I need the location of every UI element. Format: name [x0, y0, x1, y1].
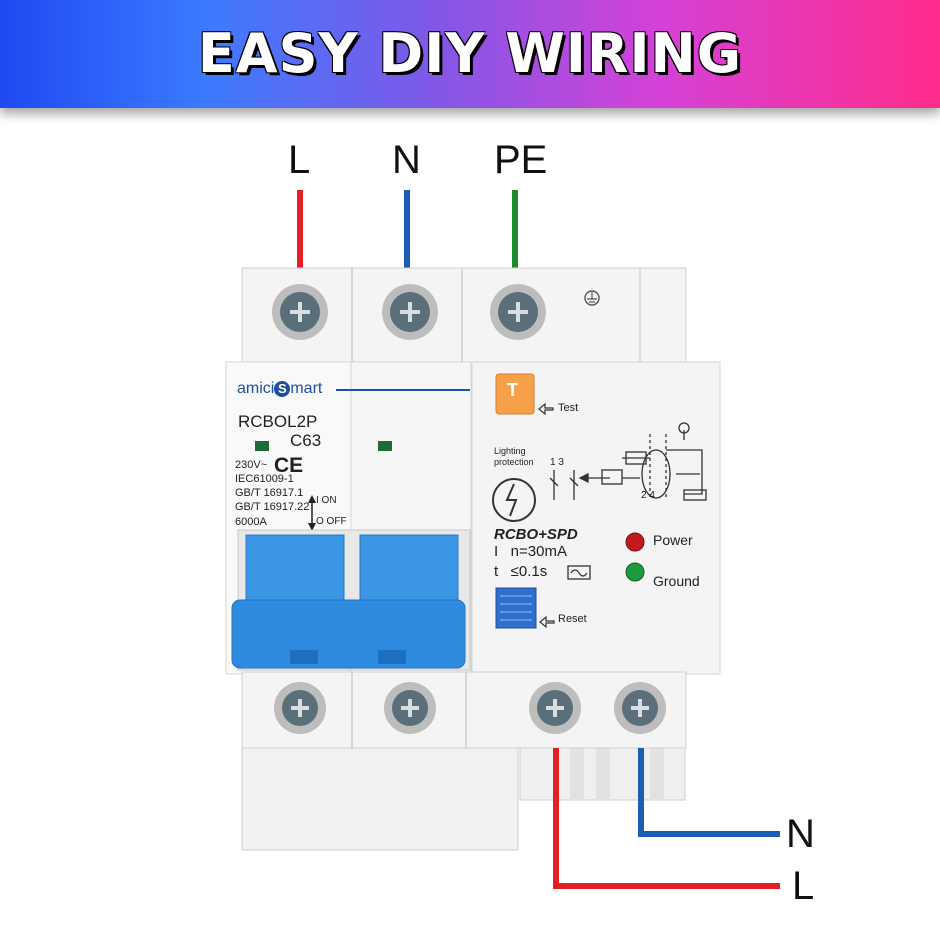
voltage-label: 230V~	[235, 459, 268, 471]
reset-button	[495, 587, 537, 629]
circuit-schematic	[549, 422, 707, 501]
brand-prefix: amici	[237, 380, 275, 397]
on-label: I ON	[316, 495, 337, 506]
ce-mark: CE	[274, 454, 304, 477]
toggle-handle	[245, 534, 345, 602]
product-label: RCBO+SPD	[494, 526, 578, 543]
current-value: n=30mA	[510, 543, 567, 560]
std2-label: GB/T 16917.1	[235, 487, 304, 499]
pole-numbers: 1 3	[550, 457, 564, 468]
brand-s-logo: S	[274, 381, 291, 397]
lightning-icon	[492, 478, 536, 522]
l-wire-bottom	[553, 748, 780, 889]
brand-suffix: mart	[290, 380, 323, 397]
off-label: O OFF	[316, 516, 347, 527]
time-value: ≤0.1s	[510, 563, 548, 580]
test-button-label: T	[507, 380, 518, 400]
breaking-label: 6000A	[235, 516, 267, 528]
status-window-left	[255, 441, 269, 451]
lower-body	[241, 739, 519, 851]
time-label: t ≤0.1s	[494, 563, 548, 580]
screw-top-2	[382, 284, 438, 340]
model-label: RCBOL2P	[238, 412, 318, 431]
terminal-numbers: 2 4	[641, 490, 655, 501]
power-lamp	[625, 532, 645, 552]
test-label: Test	[558, 402, 579, 414]
label-l-bottom: L	[792, 864, 815, 908]
lighting-label-1: Lighting	[494, 446, 526, 456]
toggle-bar	[231, 599, 466, 669]
reset-label: Reset	[558, 613, 587, 625]
label-n-bottom: N	[786, 812, 815, 856]
label-pe-top: PE	[494, 138, 548, 182]
test-arrow-icon	[538, 402, 554, 416]
title-banner: EASY DIY WIRING	[0, 0, 940, 108]
screw-bottom-2	[384, 682, 436, 734]
screw-top-1	[272, 284, 328, 340]
label-l-top: L	[288, 138, 311, 182]
status-window-right	[378, 441, 392, 451]
std3-label: GB/T 16917.22	[235, 501, 310, 513]
screw-bottom-3	[529, 682, 581, 734]
banner-title: EASY DIY WIRING	[197, 22, 743, 85]
reset-arrow-icon	[539, 615, 555, 629]
screw-top-3	[490, 284, 546, 340]
lighting-label-2: protection	[494, 457, 534, 467]
power-label: Power	[653, 532, 693, 548]
earth-symbol-icon	[584, 290, 600, 306]
screw-bottom-1	[274, 682, 326, 734]
test-button	[495, 373, 535, 415]
rating-label: C63	[290, 431, 322, 450]
screw-bottom-4	[614, 682, 666, 734]
ground-lamp	[625, 562, 645, 582]
std1-label: IEC61009-1	[235, 473, 294, 485]
ground-label: Ground	[653, 573, 700, 589]
label-n-top: N	[392, 138, 421, 182]
current-label: I n=30mA	[494, 543, 567, 560]
n-wire-bottom	[638, 748, 780, 837]
